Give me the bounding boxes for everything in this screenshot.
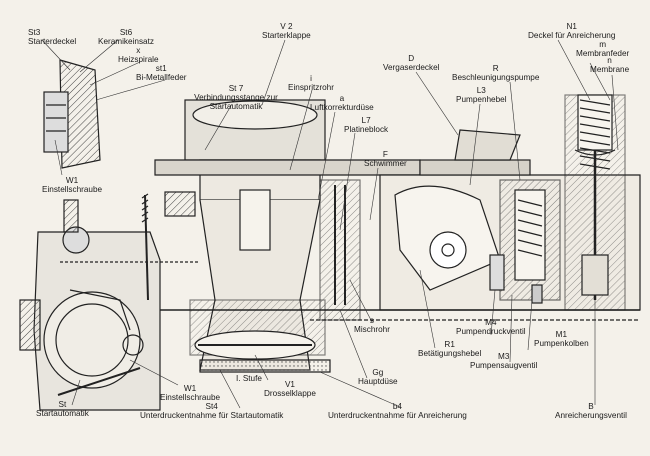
label-s: s Mischrohr xyxy=(354,316,390,334)
label-code: s xyxy=(369,316,375,325)
label-code: W1 xyxy=(183,384,197,393)
label-m: m Membranfeder xyxy=(576,40,629,58)
label-n: n Membrane xyxy=(590,56,629,74)
label-text: Bi-Metallfeder xyxy=(136,73,187,82)
label-m3: M3 Pumpensaugventil xyxy=(470,352,537,370)
label-code: St xyxy=(58,400,67,409)
label-st4: St4 Unterdruckentnahme für Startautomati… xyxy=(140,402,283,420)
label-code: R xyxy=(492,64,499,73)
label-text: Starterdeckel xyxy=(28,37,77,46)
label-a: a Luftkorrekturdüse xyxy=(310,94,374,112)
label-text: Mischrohr xyxy=(354,325,390,334)
label-text: Vergaserdeckel xyxy=(383,63,440,72)
label-text: Pumpenkolben xyxy=(534,339,589,348)
label-code: D xyxy=(408,54,415,63)
label-r1: R1 Betätigungshebel xyxy=(418,340,481,358)
label-text: Keramikeinsatz xyxy=(98,37,154,46)
label-code: St 7 xyxy=(228,84,244,93)
label-code: L7 xyxy=(361,116,371,125)
label-text: Betätigungshebel xyxy=(418,349,482,358)
accelerator-pump xyxy=(489,179,561,304)
label-w1-top: W1 Einstellschraube xyxy=(42,176,102,194)
label-text: Membrane xyxy=(590,65,630,74)
label-text: Unterdruckentnahme für Anreicherung xyxy=(328,411,467,420)
label-text: Einspritzrohr xyxy=(288,83,334,92)
label-stufe: I. Stufe xyxy=(236,374,262,383)
label-st3: St3 Starterdeckel xyxy=(28,28,76,46)
label-code: L3 xyxy=(476,86,486,95)
label-text: Platineblock xyxy=(344,125,389,134)
label-b: B Anreicherungsventil xyxy=(555,402,627,420)
label-text: Verbindungsstange zur Startautomatik xyxy=(194,93,278,111)
label-v1: V1 Drosselklappe xyxy=(264,380,316,398)
label-d: D Vergaserdeckel xyxy=(383,54,439,72)
label-n1: N1 Deckel für Anreicherung xyxy=(528,22,615,40)
label-text: Einstellschraube xyxy=(160,393,221,402)
label-w1-bottom: W1 Einstellschraube xyxy=(160,384,220,402)
label-code: st1 xyxy=(155,64,167,73)
label-text: Pumpendruckventil xyxy=(456,327,526,336)
label-l7: L7 Platineblock xyxy=(344,116,388,134)
label-st1: st1 Bi-Metallfeder xyxy=(136,64,187,82)
label-text: Starterklappe xyxy=(262,31,311,40)
label-text: Drosselklappe xyxy=(264,389,316,398)
label-text: Deckel für Anreicherung xyxy=(528,31,616,40)
enrichment-valve xyxy=(564,94,626,311)
label-code: n xyxy=(607,56,612,65)
label-code: St3 xyxy=(28,28,41,37)
label-i: i Einspritzrohr xyxy=(288,74,334,92)
label-text: Unterdruckentnahme für Startautomatik xyxy=(140,411,284,420)
label-text: Pumpenhebel xyxy=(456,95,507,104)
leader-lines xyxy=(41,39,619,409)
label-st7: St 7 Verbindungsstange zur Startautomati… xyxy=(186,84,286,111)
label-text: Hauptdüse xyxy=(358,377,398,386)
carburetor-body xyxy=(154,99,421,371)
label-code: a xyxy=(339,94,345,103)
label-code: M4 xyxy=(485,318,497,327)
label-b4: b4 Unterdruckentnahme für Anreicherung xyxy=(328,402,467,420)
label-code: x xyxy=(136,46,141,55)
label-text: Beschleunigungspumpe xyxy=(452,73,540,82)
starter-cover-shape xyxy=(43,59,101,169)
label-text: Startautomatik xyxy=(36,409,89,418)
label-code: R1 xyxy=(444,340,455,349)
label-st: St Startautomatik xyxy=(36,400,89,418)
label-code: V1 xyxy=(284,380,295,389)
label-code: m xyxy=(599,40,607,49)
label-l3: L3 Pumpenhebel xyxy=(456,86,507,104)
label-code: M3 xyxy=(498,352,510,361)
label-text: Luftkorrekturdüse xyxy=(310,103,374,112)
startautomatik-body xyxy=(19,193,161,411)
label-code: B xyxy=(588,402,594,411)
label-text: Anreicherungsventil xyxy=(555,411,627,420)
label-text: Einstellschraube xyxy=(42,185,103,194)
label-m1: M1 Pumpenkolben xyxy=(534,330,589,348)
label-code: Gg xyxy=(372,368,384,377)
label-code: b4 xyxy=(392,402,402,411)
label-code: M1 xyxy=(555,330,567,339)
label-code: i xyxy=(310,74,312,83)
label-code: St6 xyxy=(119,28,133,37)
label-st6: St6 Keramikeinsatz xyxy=(98,28,154,46)
label-text: I. Stufe xyxy=(236,374,262,383)
label-r: R Beschleunigungspumpe xyxy=(452,64,539,82)
label-code: W1 xyxy=(65,176,79,185)
label-text: Pumpensaugventil xyxy=(470,361,538,370)
label-gg: Gg Hauptdüse xyxy=(358,368,398,386)
label-code: V 2 xyxy=(280,22,293,31)
label-text: Schwimmer xyxy=(364,159,407,168)
base-flange xyxy=(60,261,640,373)
label-text: Membranfeder xyxy=(576,49,630,58)
label-x: x Heizspirale xyxy=(118,46,159,64)
label-m4: M4 Pumpendruckventil xyxy=(456,318,526,336)
label-v2: V 2 Starterklappe xyxy=(262,22,311,40)
label-code: F xyxy=(382,150,388,159)
label-code: St4 xyxy=(205,402,218,411)
label-f: F Schwimmer xyxy=(364,150,407,168)
label-code: N1 xyxy=(566,22,577,31)
label-text: Heizspirale xyxy=(118,55,159,64)
